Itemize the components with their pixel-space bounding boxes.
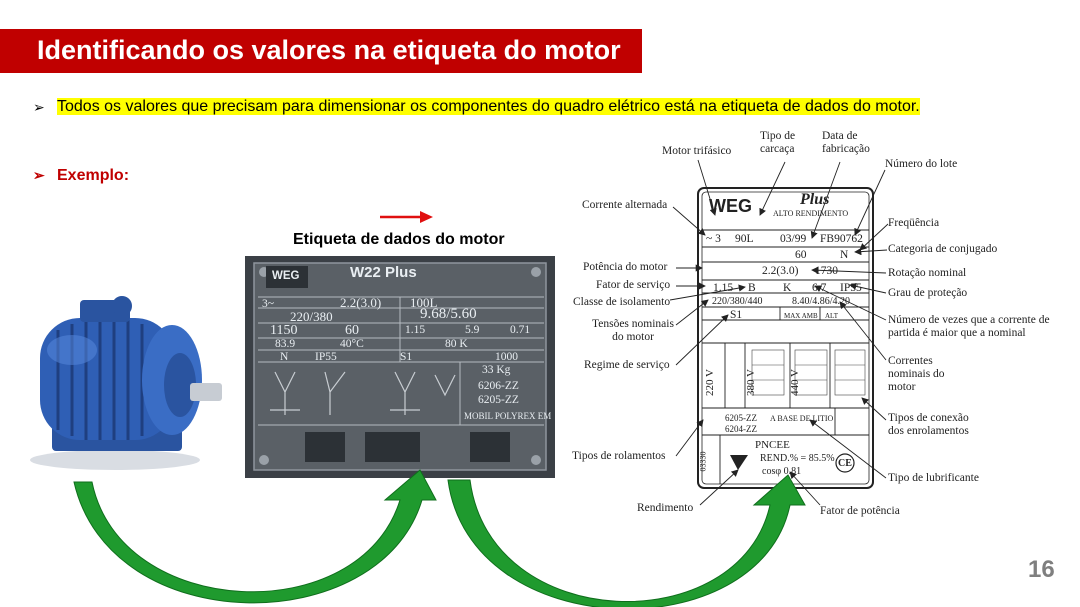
- photo-row-6b: 6206-ZZ: [478, 380, 519, 392]
- photo-row-4b: 40°C: [340, 338, 364, 350]
- np-voltages: 220/380/440: [712, 296, 763, 307]
- label-regime-servico: Regime de serviço: [584, 359, 670, 371]
- photo-row-5d: 1000: [495, 351, 518, 363]
- np-rpm: 1730: [815, 265, 838, 277]
- photo-model: W22 Plus: [350, 264, 417, 281]
- np-isol: B: [748, 282, 756, 294]
- photo-row-3d: 5.9: [465, 324, 480, 336]
- photo-row-4a: 83.9: [275, 338, 296, 350]
- plate-caption: Etiqueta de dados do motor: [293, 231, 505, 248]
- np-plus: Plus: [800, 191, 830, 208]
- photo-row-6a: 33 Kg: [482, 364, 511, 376]
- np-line: ALTO RENDIMENTO: [773, 209, 849, 218]
- np-conn-380: 380 V: [745, 369, 757, 396]
- label-tipos-rolamentos: Tipos de rolamentos: [572, 450, 666, 462]
- photo-row-1b: 2.2(3.0): [340, 295, 382, 310]
- label-fator-servico: Fator de serviço: [596, 279, 671, 291]
- slide-title: Identificando os valores na etiqueta do …: [37, 35, 621, 65]
- green-arrow-icon: [73, 469, 437, 604]
- np-dt: K: [783, 282, 792, 294]
- photo-row-5a: N: [280, 351, 289, 363]
- np-phase: ~ 3: [706, 233, 721, 245]
- page-number: 16: [1028, 556, 1055, 583]
- label-fator-potencia: Fator de potência: [820, 505, 900, 517]
- np-conn-440: 440 V: [789, 369, 801, 396]
- photo-row-6c: 6205-ZZ: [478, 394, 519, 406]
- red-arrow-icon: [380, 211, 433, 223]
- np-bearing-1: 6205-ZZ: [725, 413, 757, 423]
- np-ip: IP55: [840, 282, 862, 294]
- np-cosphi: cosφ 0.81: [762, 466, 802, 477]
- label-categoria-conjugado: Categoria de conjugado: [888, 243, 998, 255]
- photo-row-5b: IP55: [315, 351, 337, 363]
- label-rotacao-nominal: Rotação nominal: [888, 267, 967, 279]
- bullet-1: ➢ Todos os valores que precisam para dim…: [33, 96, 1023, 118]
- photo-brand: WEG: [272, 270, 300, 282]
- green-arrow-icon: [447, 474, 806, 607]
- np-alt: ALT: [825, 312, 838, 320]
- label-motor-trifasico: Motor trifásico: [662, 145, 732, 157]
- bullet-2: ➢ Exemplo:: [33, 167, 129, 185]
- np-ia: 6.7: [812, 282, 827, 294]
- photo-row-6d: MOBIL POLYREX EM: [464, 411, 552, 421]
- photo-row-3e: 0.71: [510, 324, 531, 336]
- title-bar: Identificando os valores na etiqueta do …: [0, 29, 642, 73]
- label-data-fabricacao: Data de fabricação: [822, 130, 870, 155]
- label-corrente-alternada: Corrente alternada: [582, 199, 668, 211]
- np-hz: 60: [795, 249, 807, 261]
- np-frame: 90L: [735, 233, 754, 245]
- np-reg: S1: [730, 309, 743, 321]
- label-grau-protecao: Grau de proteção: [888, 287, 968, 299]
- photo-row-1a: 3~: [262, 298, 274, 310]
- photo-row-3c: 1.15: [405, 324, 426, 336]
- photo-row-3b: 60: [345, 323, 359, 338]
- np-pncee: PNCEE: [755, 439, 790, 451]
- np-bearing-2: 6204-ZZ: [725, 424, 757, 434]
- np-brand: WEG: [709, 196, 752, 216]
- label-potencia-motor: Potência do motor: [583, 261, 668, 273]
- photo-row-2b: 9.68/5.60: [420, 306, 477, 322]
- np-serial: 03330: [698, 451, 708, 472]
- electric-motor-icon: [30, 296, 222, 470]
- nameplate-photo: [245, 256, 555, 478]
- label-numero-vezes: Número de vezes que a corrente de partid…: [888, 314, 1050, 339]
- nameplate-diagram: [697, 187, 874, 489]
- np-date: 03/99: [780, 233, 807, 245]
- np-lubricant: A BASE DE LITIO: [770, 414, 834, 423]
- label-correntes-nominais: Correntes nominais do motor: [888, 355, 945, 393]
- np-power: 2.2(3.0): [762, 265, 799, 277]
- label-classe-isolamento: Classe de isolamento: [573, 296, 671, 308]
- bullet-1-text: Todos os valores que precisam para dimen…: [57, 98, 920, 115]
- np-max-amb: MAX AMB: [784, 312, 818, 320]
- np-lot: FB90762: [820, 233, 863, 245]
- label-tipos-conexao: Tipos de conexão dos enrolamentos: [888, 412, 969, 437]
- label-frequencia: Freqüência: [888, 217, 940, 229]
- bullet-marker: ➢: [33, 167, 45, 183]
- bullet-2-text: Exemplo:: [57, 167, 130, 184]
- np-conn-220: 220 V: [704, 369, 716, 396]
- np-efficiency: REND.% = 85.5%: [760, 453, 835, 464]
- bullet-marker: ➢: [33, 99, 45, 115]
- label-tipo-lubrificante: Tipo de lubrificante: [888, 472, 979, 484]
- photo-row-2a: 220/380: [290, 309, 333, 324]
- label-numero-lote: Número do lote: [885, 158, 958, 170]
- np-sf: 1.15: [713, 282, 734, 294]
- photo-row-3a: 1150: [270, 323, 298, 338]
- label-tipo-carcaca: Tipo de carcaça: [760, 130, 796, 155]
- photo-row-4c: 80 K: [445, 338, 468, 350]
- label-tensoes-nominais: Tensões nominais do motor: [592, 318, 674, 343]
- np-cat: N: [840, 249, 849, 261]
- np-currents: 8.40/4.86/4.20: [792, 296, 851, 307]
- np-ce: CE: [838, 458, 852, 469]
- photo-row-5c: S1: [400, 351, 413, 363]
- label-rendimento: Rendimento: [637, 502, 694, 514]
- photo-row-1c: 100L: [410, 295, 438, 310]
